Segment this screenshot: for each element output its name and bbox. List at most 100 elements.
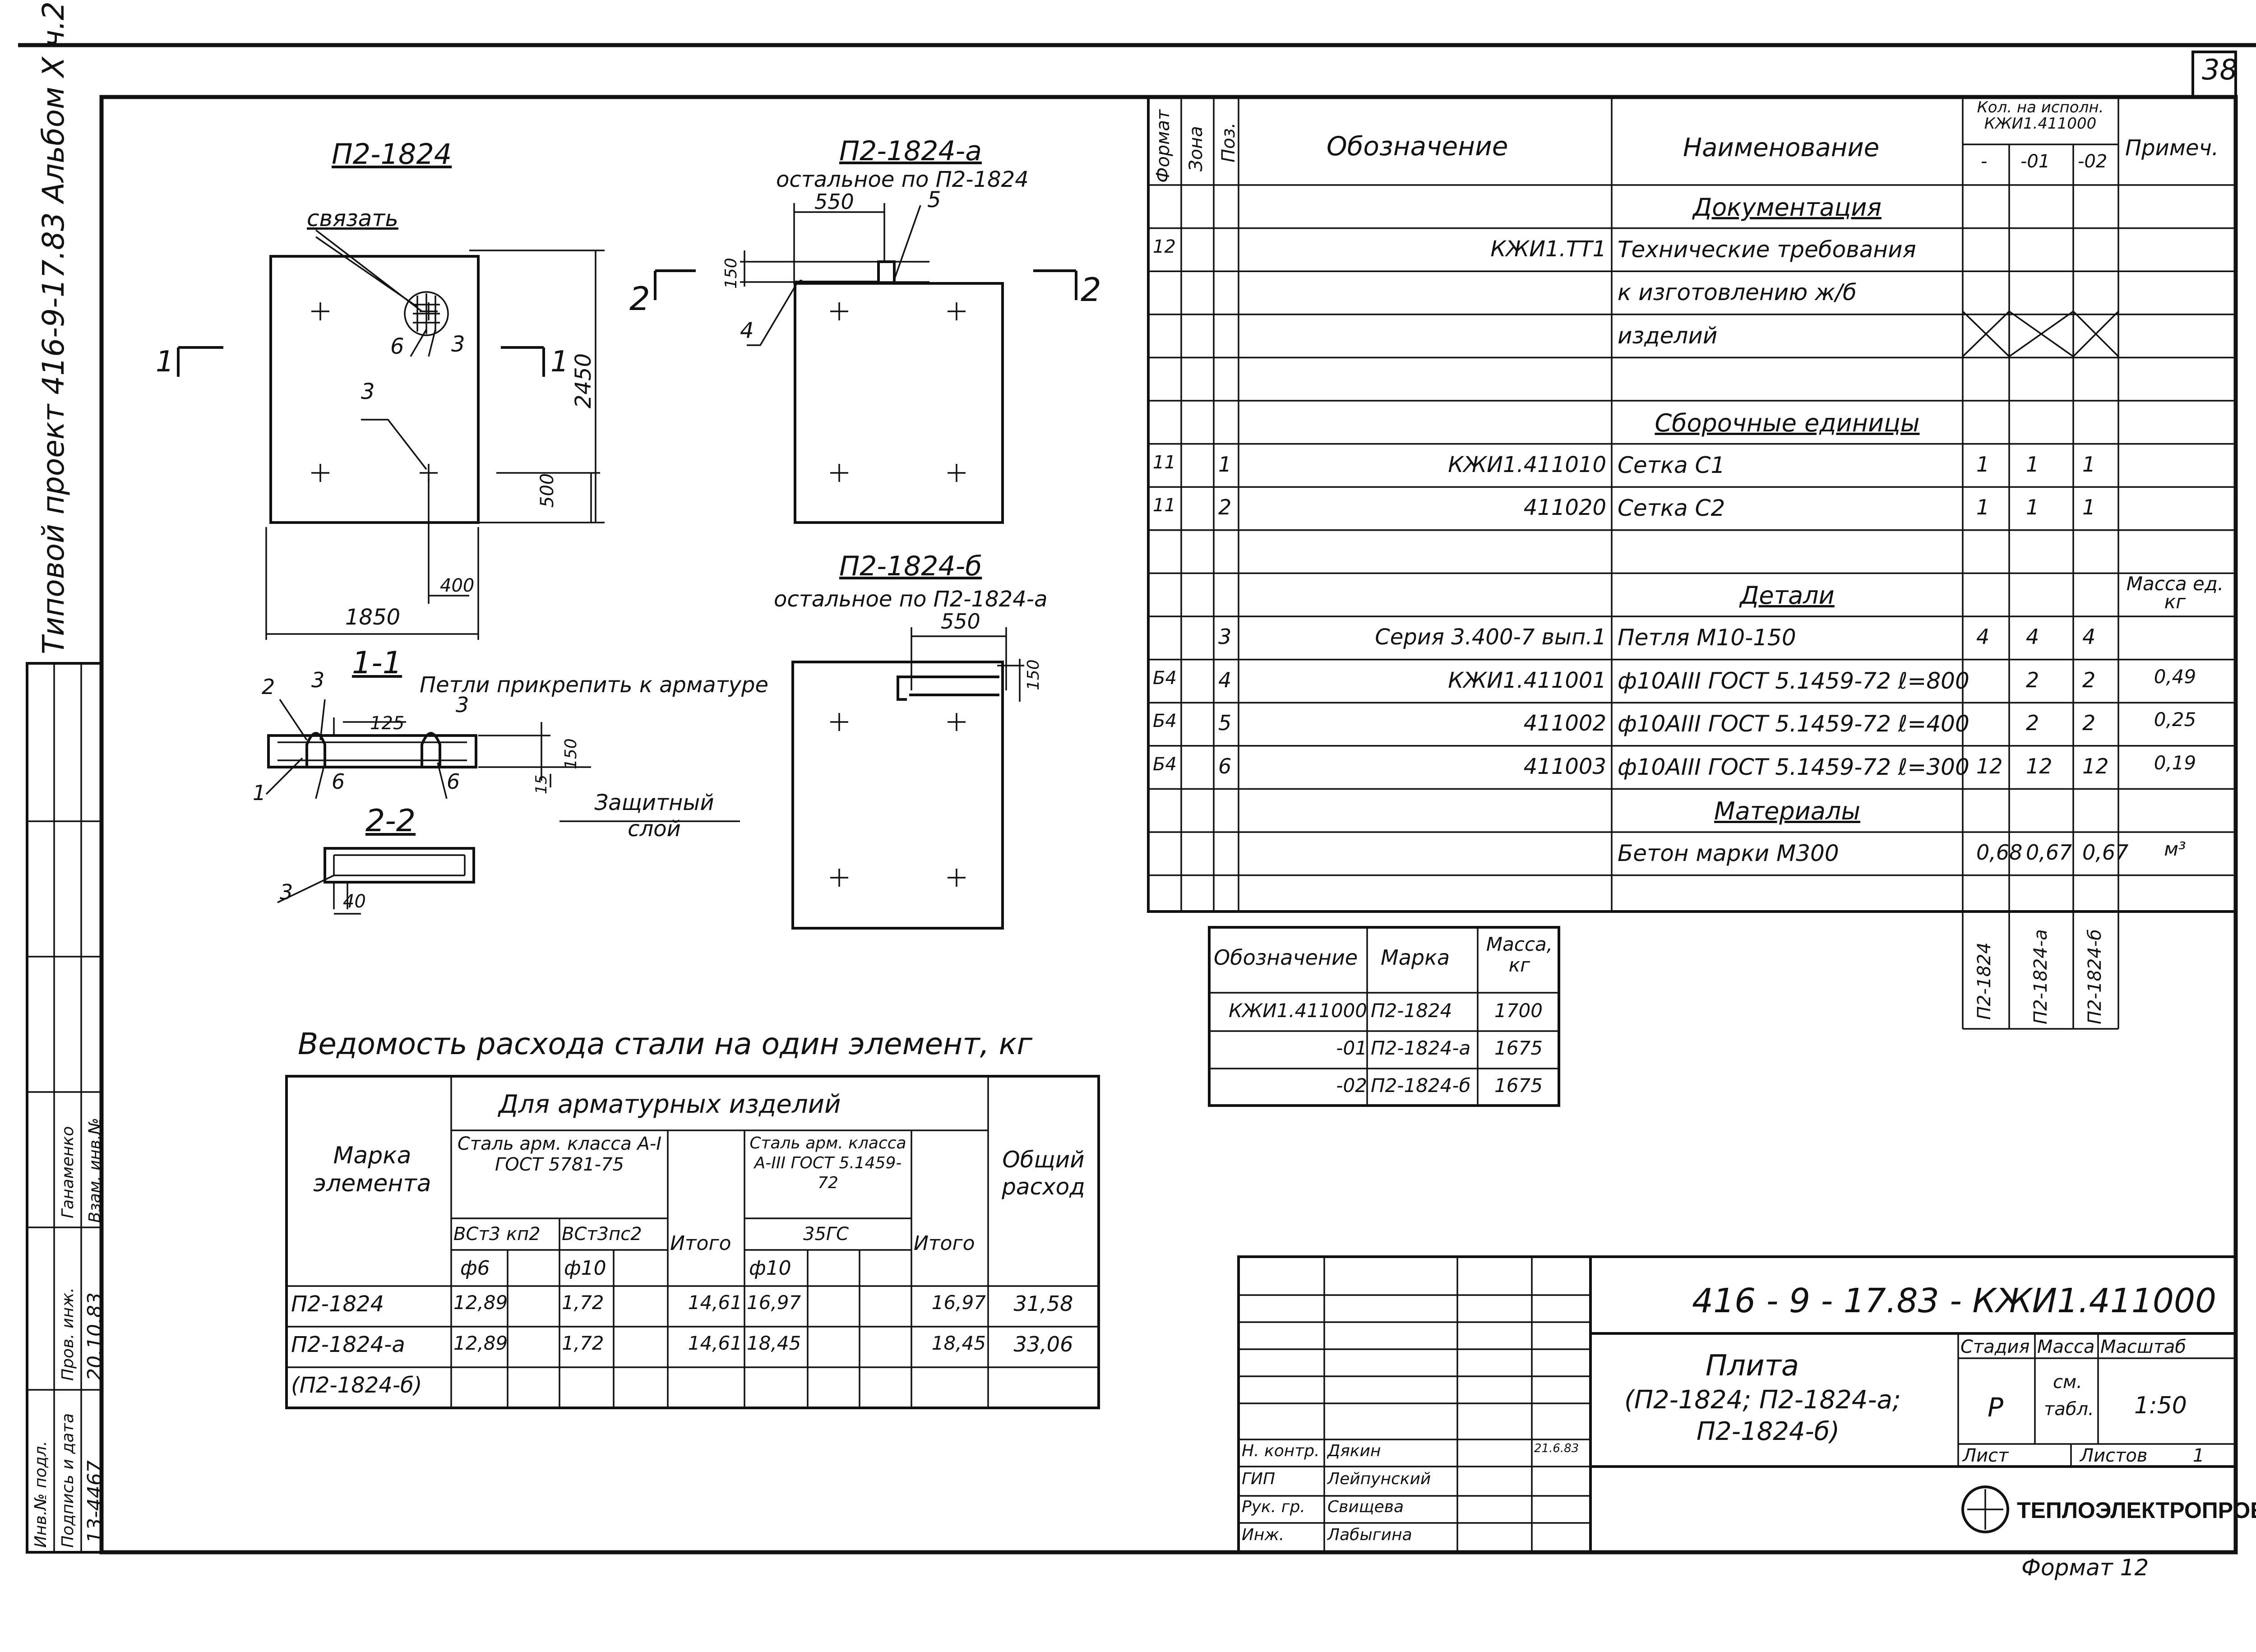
steel-cell-t1: 14,61 xyxy=(688,1332,742,1354)
section-1-1-15: 15 xyxy=(532,774,550,794)
title-name-2: (П2-1824; П2-1824-а; xyxy=(1624,1385,1901,1415)
section-1-1-pos1: 1 xyxy=(253,781,266,805)
steel-h-mark: Марка элемента xyxy=(313,1142,431,1197)
title-mass-1: см. xyxy=(2053,1372,2082,1393)
spec-cell-p: 2 xyxy=(1218,495,1232,520)
mass-cell: П2-1824-а xyxy=(1371,1037,1471,1059)
spec-col-label-3: П2-1824-б xyxy=(2085,929,2105,1024)
spec-cell-f: 12 xyxy=(1153,236,1176,257)
spec-cell-p: 1 xyxy=(1218,452,1232,477)
person-name: Лабыгина xyxy=(1327,1526,1412,1544)
view-p1-pos6: 6 xyxy=(390,334,404,359)
view-p1-pos3b: 3 xyxy=(361,379,375,404)
spec-cell-n: ф10АIII ГОСТ 5.1459-72 ℓ=800 xyxy=(1618,667,1969,694)
spec-cell-d: 411003 xyxy=(1523,754,1606,779)
spec-cell-n: Бетон марки М300 xyxy=(1618,840,1839,866)
mass-header-mass: Масса, кг xyxy=(1486,933,1553,976)
mass-cell: КЖИ1.411000 xyxy=(1229,1000,1367,1022)
spec-cell-q3: 1 xyxy=(2082,495,2096,520)
person-date: 21.6.83 xyxy=(1534,1442,1579,1455)
spec-cell-p: 6 xyxy=(1218,754,1232,778)
steel-cell-mark: (П2-1824-б) xyxy=(291,1373,422,1398)
spec-cell-note: м³ xyxy=(2164,838,2186,860)
steel-cell-t1: 14,61 xyxy=(688,1291,742,1314)
spec-cell-q3: 2 xyxy=(2082,667,2096,692)
spec-col-label-1: П2-1824 xyxy=(1974,942,1995,1020)
steel-h-d3: ф10 xyxy=(749,1257,791,1280)
mass-cell: 1675 xyxy=(1494,1037,1543,1059)
spec-cell-n: ф10АIII ГОСТ 5.1459-72 ℓ=300 xyxy=(1618,754,1969,780)
spec-header-designation: Обозначение xyxy=(1327,131,1508,162)
person-role: ГИП xyxy=(1242,1470,1276,1488)
mass-cell: 1675 xyxy=(1494,1074,1543,1097)
spec-cell-q3: 0,67 xyxy=(2082,840,2129,865)
spec-cell-q3: 12 xyxy=(2082,754,2109,778)
spec-cell-n: Детали xyxy=(1740,581,1835,610)
spec-cell-q2: 2 xyxy=(2026,711,2039,736)
steel-h-steel1: Сталь арм. класса А-I ГОСТ 5781-75 xyxy=(457,1134,662,1175)
view-p1-note: связать xyxy=(307,205,398,231)
spec-cell-note: 0,25 xyxy=(2154,708,2196,731)
spec-cell-n: Сборочные единицы xyxy=(1655,409,1920,437)
spec-header-note: Примеч. xyxy=(2125,135,2219,161)
person-role: Рук. гр. xyxy=(1242,1498,1305,1516)
spec-header-qty: Кол. на исполн. КЖИ1.411000 xyxy=(1977,98,2104,133)
view-p3-title: П2-1824-б xyxy=(839,551,982,582)
section-1-1-pos3: 3 xyxy=(311,668,325,692)
stamp-label-4: Подпись и дата xyxy=(59,1413,77,1548)
section-1-1-pos6a: 6 xyxy=(332,769,345,794)
view-p2-pos4: 4 xyxy=(740,318,754,343)
view-p1-500: 500 xyxy=(537,473,558,508)
person-name: Лейпунский xyxy=(1327,1470,1431,1488)
section-1-1-pos3r: 3 xyxy=(456,693,469,717)
project-caption: Типовой проект 416-9-17.83 Альбом X ч.2 xyxy=(36,1,71,654)
spec-cell-note: Масса ед. кг xyxy=(2126,573,2224,613)
steel-cell-c: 18,45 xyxy=(747,1332,801,1354)
stamp-label-1: Пров. инж. xyxy=(59,1287,77,1381)
spec-cell-q2: 1 xyxy=(2026,452,2039,477)
mass-cell: -01 xyxy=(1336,1037,1367,1059)
title-sheets-h: Листов xyxy=(2080,1445,2148,1466)
spec-cell-d: КЖИ1.ТТ1 xyxy=(1490,236,1606,262)
steel-h-grade3: 35ГС xyxy=(803,1224,849,1245)
steel-cell-mark: П2-1824 xyxy=(291,1291,384,1317)
spec-cell-n: к изготовлению ж/б xyxy=(1618,279,1857,306)
spec-cell-d: 411002 xyxy=(1523,711,1606,736)
mass-cell: П2-1824-б xyxy=(1371,1074,1471,1097)
spec-cell-f: Б4 xyxy=(1153,754,1177,775)
mass-cell: -02 xyxy=(1336,1074,1367,1097)
spec-cell-n: Документация xyxy=(1693,193,1882,222)
title-stage: Р xyxy=(1988,1392,2003,1423)
spec-cell-note: 0,49 xyxy=(2154,665,2196,688)
spec-cell-q3: 4 xyxy=(2082,625,2096,649)
spec-cell-f: 11 xyxy=(1153,452,1176,473)
spec-cell-p: 5 xyxy=(1218,711,1232,736)
spec-cell-q2: 0,67 xyxy=(2026,840,2072,865)
spec-header-zone: Зона xyxy=(1186,126,1207,171)
steel-h-total2: Итого xyxy=(914,1232,975,1255)
person-name: Дякин xyxy=(1327,1442,1381,1460)
view-p1-height: 2450 xyxy=(571,353,596,408)
spec-cell-n: Сетка С2 xyxy=(1618,495,1725,522)
spec-cell-q2: 2 xyxy=(2026,667,2039,692)
spec-cell-f: Б4 xyxy=(1153,711,1177,732)
title-sheet-h: Лист xyxy=(1963,1445,2009,1466)
mass-cell: 1700 xyxy=(1494,1000,1543,1022)
view-p3-550: 550 xyxy=(941,609,980,634)
steel-cell-b: 1,72 xyxy=(562,1291,604,1314)
spec-cell-q3: 2 xyxy=(2082,711,2096,736)
spec-cell-n: Материалы xyxy=(1714,797,1860,826)
spec-cell-q1: 1 xyxy=(1976,452,1990,477)
section-mark-1-right: 1 xyxy=(550,345,569,379)
steel-cell-b: 1,72 xyxy=(562,1332,604,1354)
spec-header-format: Формат xyxy=(1153,109,1174,183)
spec-header-pos: Поз. xyxy=(1218,122,1239,162)
section-1-1-pos6b: 6 xyxy=(447,769,460,794)
steel-cell-all: 31,58 xyxy=(1013,1291,1073,1316)
view-p3-subtitle: остальное по П2-1824-а xyxy=(774,587,1048,612)
view-p2-150: 150 xyxy=(722,258,740,289)
spec-cell-note: 0,19 xyxy=(2154,751,2196,774)
spec-cell-q1: 0,68 xyxy=(1976,840,2023,865)
spec-cell-f: Б4 xyxy=(1153,667,1177,689)
